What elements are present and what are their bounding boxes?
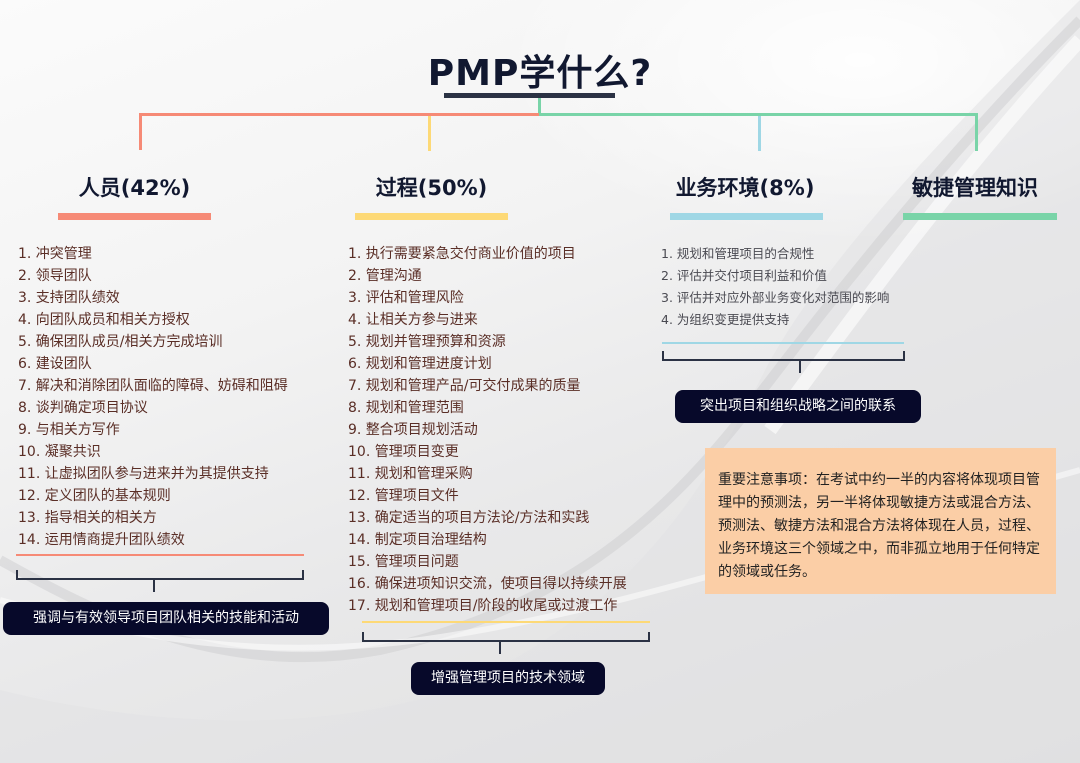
- list-item: 8. 谈判确定项目协议: [18, 400, 148, 416]
- list-item: 10. 管理项目变更: [348, 444, 459, 460]
- list-item: 7. 规划和管理产品/可交付成果的质量: [348, 378, 581, 394]
- process-bracket: [362, 632, 650, 642]
- list-item: 14. 制定项目治理结构: [348, 532, 487, 548]
- list-item: 12. 管理项目文件: [348, 488, 459, 504]
- list-item: 11. 让虚拟团队参与进来并为其提供支持: [18, 466, 269, 482]
- bar-process: [355, 213, 508, 220]
- connector-business: [758, 116, 761, 151]
- list-item: 9. 与相关方写作: [18, 422, 120, 438]
- list-item: 13. 确定适当的项目方法论/方法和实践: [348, 510, 590, 526]
- list-item: 11. 规划和管理采购: [348, 466, 473, 482]
- connector-process: [428, 116, 431, 151]
- people-task-list: 1. 冲突管理 2. 领导团队 3. 支持团队绩效 4. 向团队成员和相关方授权…: [18, 243, 288, 551]
- list-item: 2. 管理沟通: [348, 268, 422, 284]
- list-item: 3. 评估并对应外部业务变化对范围的影响: [661, 290, 890, 305]
- business-bracket: [662, 351, 905, 361]
- heading-agile: 敏捷管理知识: [912, 176, 1038, 200]
- list-item: 6. 建设团队: [18, 356, 92, 372]
- list-item: 5. 规划并管理预算和资源: [348, 334, 506, 350]
- list-item: 2. 评估并交付项目利益和价值: [661, 268, 827, 283]
- list-item: 15. 管理项目问题: [348, 554, 459, 570]
- business-divider: [662, 342, 904, 344]
- list-item: 12. 定义团队的基本规则: [18, 488, 171, 504]
- list-item: 17. 规划和管理项目/阶段的收尾或过渡工作: [348, 598, 618, 614]
- process-divider: [362, 621, 650, 623]
- list-item: 3. 支持团队绩效: [18, 290, 120, 306]
- connector-horizontal-right: [539, 113, 978, 116]
- list-item: 14. 运用情商提升团队绩效: [18, 532, 185, 548]
- list-item: 4. 为组织变更提供支持: [661, 312, 790, 327]
- process-bracket-stem: [499, 642, 501, 654]
- list-item: 8. 规划和管理范围: [348, 400, 464, 416]
- process-summary-badge: 增强管理项目的技术领域: [411, 662, 605, 695]
- connector-people: [139, 113, 142, 150]
- important-note: 重要注意事项：在考试中约一半的内容将体现项目管理中的预测法，另一半将体现敏捷方法…: [705, 448, 1056, 594]
- list-item: 2. 领导团队: [18, 268, 92, 284]
- list-item: 1. 执行需要紧急交付商业价值的项目: [348, 246, 576, 262]
- list-item: 6. 规划和管理进度计划: [348, 356, 492, 372]
- list-item: 13. 指导相关的相关方: [18, 510, 157, 526]
- heading-business: 业务环境(8%): [675, 176, 815, 200]
- connector-agile: [975, 113, 978, 151]
- list-item: 9. 整合项目规划活动: [348, 422, 478, 438]
- people-bracket-stem: [153, 580, 155, 592]
- business-task-list: 1. 规划和管理项目的合规性 2. 评估并交付项目利益和价值 3. 评估并对应外…: [661, 243, 889, 331]
- people-divider: [16, 554, 304, 556]
- list-item: 1. 规划和管理项目的合规性: [661, 246, 815, 261]
- bar-business: [670, 213, 823, 220]
- title-underline: [444, 93, 615, 98]
- heading-process: 过程(50%): [375, 176, 488, 200]
- business-summary-badge: 突出项目和组织战略之间的联系: [675, 390, 921, 423]
- list-item: 5. 确保团队成员/相关方完成培训: [18, 334, 223, 350]
- people-bracket: [16, 570, 304, 580]
- list-item: 3. 评估和管理风险: [348, 290, 464, 306]
- business-bracket-stem: [799, 361, 801, 373]
- page-title: PMP学什么?: [427, 53, 653, 94]
- connector-horizontal-left: [139, 113, 539, 116]
- list-item: 4. 向团队成员和相关方授权: [18, 312, 190, 328]
- bar-agile: [903, 213, 1057, 220]
- process-task-list: 1. 执行需要紧急交付商业价值的项目 2. 管理沟通 3. 评估和管理风险 4.…: [348, 243, 627, 617]
- list-item: 7. 解决和消除团队面临的障碍、妨碍和阻碍: [18, 378, 288, 394]
- list-item: 1. 冲突管理: [18, 246, 92, 262]
- list-item: 10. 凝聚共识: [18, 444, 101, 460]
- people-summary-badge: 强调与有效领导项目团队相关的技能和活动: [3, 602, 329, 635]
- list-item: 4. 让相关方参与进来: [348, 312, 478, 328]
- bar-people: [58, 213, 211, 220]
- list-item: 16. 确保进项知识交流，使项目得以持续开展: [348, 576, 627, 592]
- connector-trunk: [538, 98, 541, 115]
- heading-people: 人员(42%): [78, 176, 191, 200]
